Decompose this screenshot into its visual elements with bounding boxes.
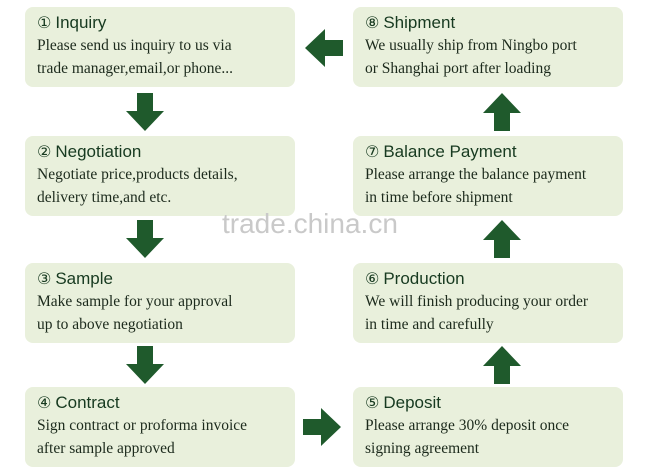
step-description-line: trade manager,email,or phone...	[37, 60, 234, 77]
step-description-line: Please arrange the balance payment	[365, 166, 587, 183]
arrow-down-icon	[126, 220, 164, 258]
step-title-text: Production	[383, 269, 465, 288]
step-description-line: Please arrange 30% deposit once	[365, 417, 570, 434]
step-description-line: up to above negotiation	[37, 316, 183, 333]
watermark-text: trade.china.cn	[222, 208, 398, 239]
arrow-up-icon	[483, 346, 521, 384]
step-number: ②	[37, 142, 52, 161]
step-description-line: or Shanghai port after loading	[365, 60, 551, 77]
step-title-text: Sample	[55, 269, 113, 288]
step-description-line: in time and carefully	[365, 316, 494, 333]
step-number: ⑧	[365, 13, 380, 32]
step-title-text: Negotiation	[55, 142, 142, 161]
step-title-text: Shipment	[383, 13, 456, 32]
step-title-text: Deposit	[383, 393, 441, 412]
step-number: ⑦	[365, 142, 380, 161]
step-description-line: Sign contract or proforma invoice	[37, 417, 248, 434]
step-number: ⑥	[365, 269, 380, 288]
step-description-line: We usually ship from Ningbo port	[365, 37, 577, 54]
step-number: ①	[37, 13, 52, 32]
arrow-up-icon	[483, 220, 521, 258]
step-description-line: delivery time,and etc.	[37, 189, 172, 206]
arrow-right-icon	[303, 408, 341, 446]
step-description-line: signing agreement	[365, 440, 480, 457]
step-title-text: Balance Payment	[383, 142, 517, 161]
arrow-left-icon	[305, 29, 343, 67]
step-title-text: Inquiry	[55, 13, 107, 32]
step-description-line: in time before shipment	[365, 189, 513, 206]
step-description-line: Negotiate price,products details,	[37, 166, 238, 183]
step-title-text: Contract	[55, 393, 120, 412]
step-number: ⑤	[365, 393, 380, 412]
step-description-line: Make sample for your approval	[37, 293, 233, 310]
step-number: ④	[37, 393, 52, 412]
step-description-line: We will finish producing your order	[365, 293, 589, 310]
arrow-down-icon	[126, 346, 164, 384]
step-number: ③	[37, 269, 52, 288]
arrow-up-icon	[483, 93, 521, 131]
step-description-line: after sample approved	[37, 440, 175, 457]
step-description-line: Please send us inquiry to us via	[37, 37, 232, 54]
arrow-down-icon	[126, 93, 164, 131]
